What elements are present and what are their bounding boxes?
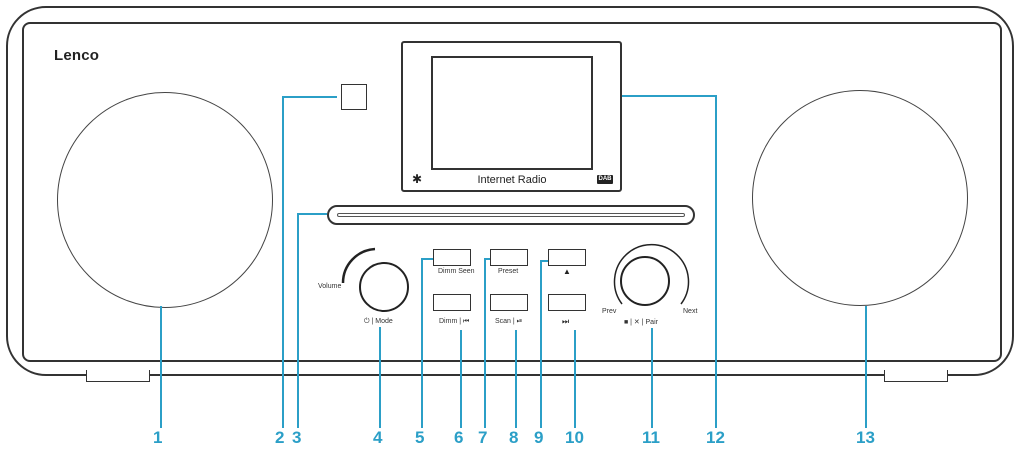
- navigation-arc: [613, 244, 690, 305]
- callout-7: 7: [478, 428, 488, 447]
- preset-button[interactable]: [490, 249, 528, 266]
- left-speaker: [57, 92, 273, 308]
- preset-label: Preset: [498, 268, 519, 275]
- remote-sensor: [341, 84, 367, 110]
- display-mode-label: Internet Radio: [477, 174, 547, 186]
- bluetooth-icon: ✱: [412, 172, 423, 186]
- cd-slot[interactable]: [327, 205, 695, 225]
- callout-12: 12: [706, 428, 725, 447]
- callout-6: 6: [454, 428, 464, 447]
- play-pause-icon: Scan | ⏯: [495, 318, 523, 325]
- dimmer-sleep-button[interactable]: [433, 249, 471, 266]
- next-label: Next: [683, 308, 698, 315]
- callout-13: 13: [856, 428, 875, 447]
- volume-knob[interactable]: [359, 262, 409, 312]
- left-foot: [86, 370, 150, 382]
- callout-3: 3: [292, 428, 302, 447]
- callout-10: 10: [565, 428, 584, 447]
- right-foot: [884, 370, 948, 382]
- cd-slot-opening: [337, 213, 685, 217]
- front-panel: [22, 22, 1002, 362]
- callout-1: 1: [153, 428, 163, 447]
- prev-label: Prev: [602, 308, 617, 315]
- dimm-prev-button[interactable]: [433, 294, 471, 311]
- volume-arc: [341, 247, 376, 284]
- skip-back-icon: Dimm | ⏮: [439, 318, 470, 325]
- skip-forward-icon: ⏭: [562, 317, 570, 326]
- callout-11: 11: [642, 428, 660, 447]
- dab-icon: DAB: [597, 175, 613, 184]
- brand-logo: Lenco: [54, 47, 100, 64]
- callout-8: 8: [509, 428, 519, 447]
- callout-5: 5: [415, 428, 425, 447]
- volume-label: Volume: [318, 283, 342, 290]
- dimmer-sleep-label: Dimm Seen: [438, 268, 475, 275]
- eject-button[interactable]: [548, 249, 586, 266]
- navigation-knob[interactable]: [620, 256, 670, 306]
- right-speaker: [752, 90, 968, 306]
- device-casing: [6, 6, 1014, 376]
- callout-2: 2: [275, 428, 285, 447]
- eject-icon: ▲: [563, 267, 571, 276]
- display-screen: [431, 56, 593, 170]
- display-frame: [401, 41, 622, 192]
- callout-9: 9: [534, 428, 544, 447]
- scan-play-button[interactable]: [490, 294, 528, 311]
- mode-label: ⏻ | Mode: [364, 318, 393, 325]
- stop-pair-label: ■ | ✕ | Pair: [624, 319, 658, 326]
- next-button[interactable]: [548, 294, 586, 311]
- callout-4: 4: [373, 428, 383, 447]
